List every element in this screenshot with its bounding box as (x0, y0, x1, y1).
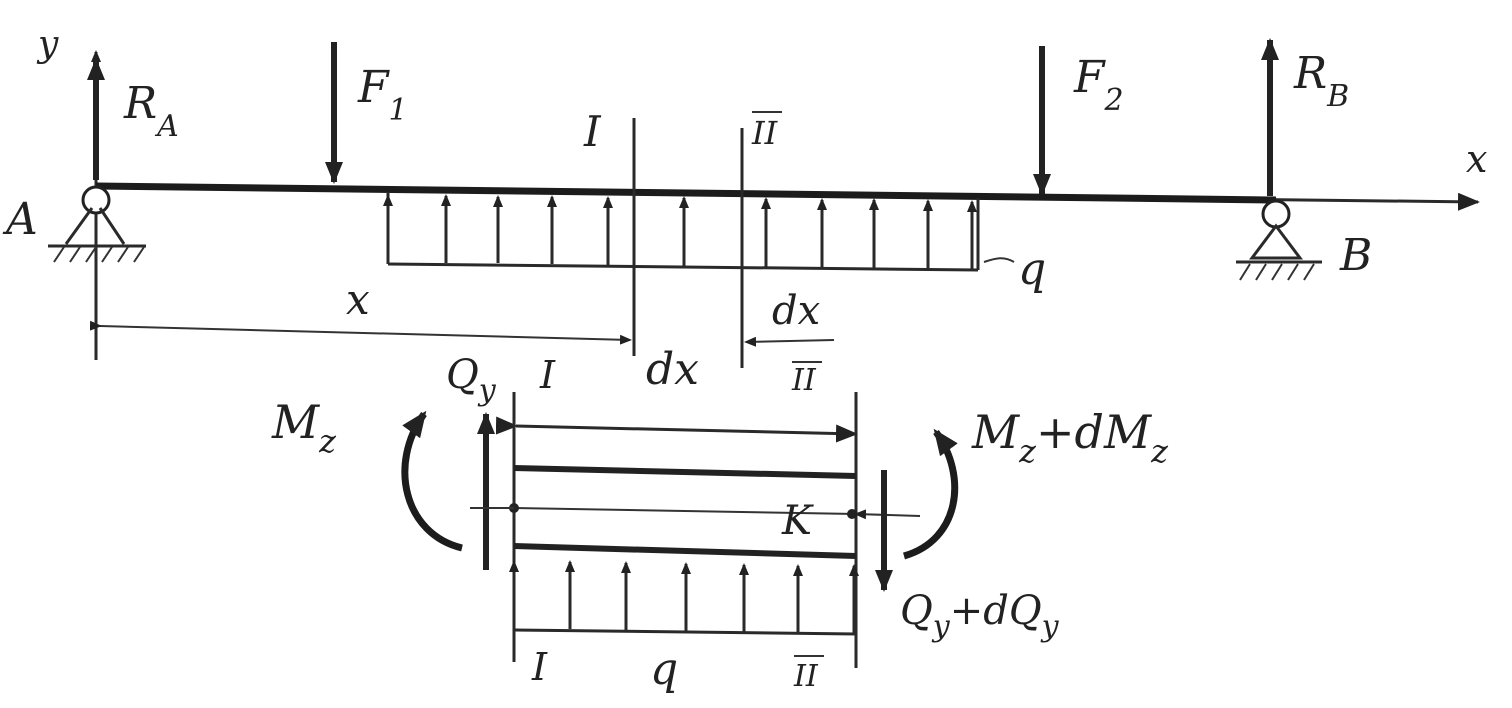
element-section-1-top-label: I (539, 353, 556, 397)
point-k-label: K (781, 498, 814, 544)
element-neutral-axis (513, 507, 857, 515)
section-1-label: I (583, 107, 602, 156)
element-dx-dimension (495, 416, 858, 443)
support-b-triangle (1249, 223, 1303, 260)
moment-left-label: Mz (271, 395, 337, 460)
element-section-2-top-label: II (791, 363, 817, 398)
section-2-label: II (751, 114, 779, 152)
reaction-a-label: RA (123, 78, 179, 144)
roller-b (1261, 199, 1291, 229)
force-2-label: F2 (1073, 52, 1124, 118)
element-top-edge (513, 465, 857, 479)
point-k (847, 509, 857, 519)
pin-a (81, 185, 111, 215)
point-k-pointer (854, 509, 921, 520)
support-a-label: A (2, 194, 38, 245)
element-load-baseline (513, 628, 857, 636)
beam-overview: y x A B RA RB F1 (2, 24, 1487, 368)
load-label: q (1018, 244, 1046, 295)
distributed-load (383, 192, 1015, 272)
reaction-b-label: RB (1293, 48, 1349, 114)
moment-right-arrow (902, 428, 959, 560)
load-baseline (387, 262, 979, 272)
support-b-label: B (1339, 230, 1372, 281)
element-section-1-bottom-label: I (531, 645, 548, 689)
support-a-leg-left (64, 207, 94, 245)
element-dx-label: dx (646, 344, 699, 395)
dimension-x-label: x (346, 275, 370, 324)
support-a (48, 185, 146, 263)
support-a-leg-right (98, 207, 126, 245)
support-b-hatch (1239, 263, 1315, 281)
element-load-label: q (650, 644, 678, 695)
support-b (1236, 199, 1322, 281)
element-distributed-load (509, 560, 859, 636)
element-section-2-bottom-label: II (793, 659, 819, 694)
beam-element: I II dx K I q II (271, 344, 1169, 695)
x-axis-label: x (1466, 137, 1487, 181)
element-bottom-edge (513, 543, 857, 559)
beam (95, 182, 1277, 204)
y-axis-label: y (36, 24, 59, 65)
load-leader (983, 257, 1015, 263)
dimension-dx (744, 336, 835, 347)
shear-left-label: Qy (446, 352, 497, 408)
moment-left-arrow (401, 410, 463, 552)
shear-right-label: Qy+dQy (900, 588, 1060, 644)
moment-right-label: Mz+dMz (971, 405, 1169, 470)
force-1-label: F1 (357, 62, 408, 128)
dimension-dx-label: dx (772, 288, 820, 334)
support-a-hatch (53, 246, 145, 263)
dimension-x (89, 320, 632, 345)
